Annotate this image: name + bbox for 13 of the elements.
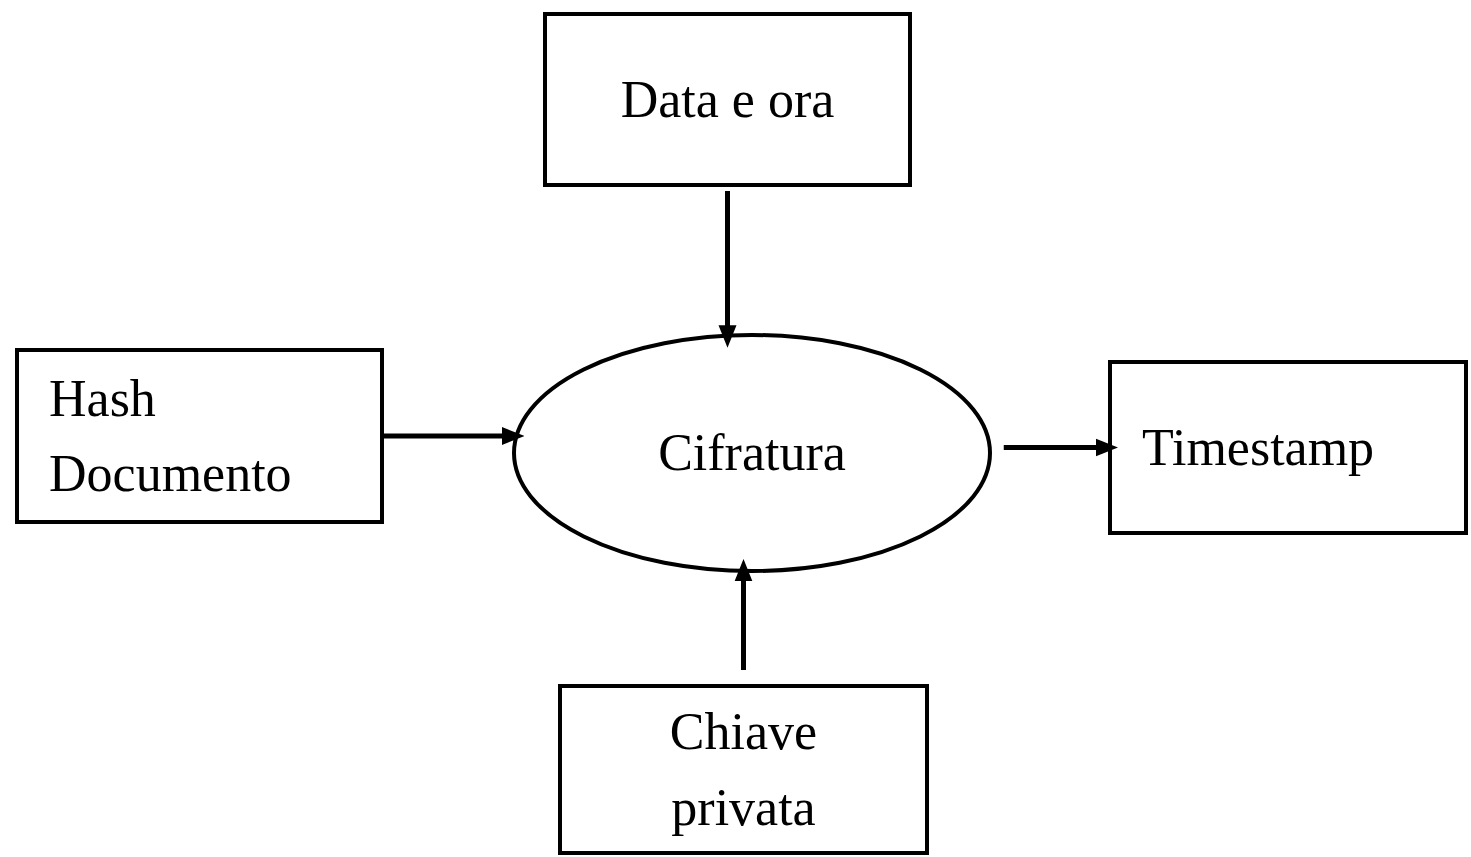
arrow bbox=[1003, 438, 1118, 457]
process-box bbox=[543, 12, 912, 187]
node-label: Cifratura bbox=[658, 423, 846, 484]
process-box bbox=[1108, 360, 1468, 535]
process-box bbox=[558, 684, 929, 855]
arrow bbox=[718, 191, 737, 348]
process-box bbox=[15, 348, 384, 524]
arrow bbox=[734, 558, 753, 670]
node-label: Data e ora bbox=[620, 69, 835, 130]
arrow bbox=[384, 427, 525, 445]
node-label: Hash Documento bbox=[49, 368, 293, 504]
node-label: Timestamp bbox=[1142, 417, 1375, 478]
node-label: Chiave privata bbox=[668, 702, 819, 838]
